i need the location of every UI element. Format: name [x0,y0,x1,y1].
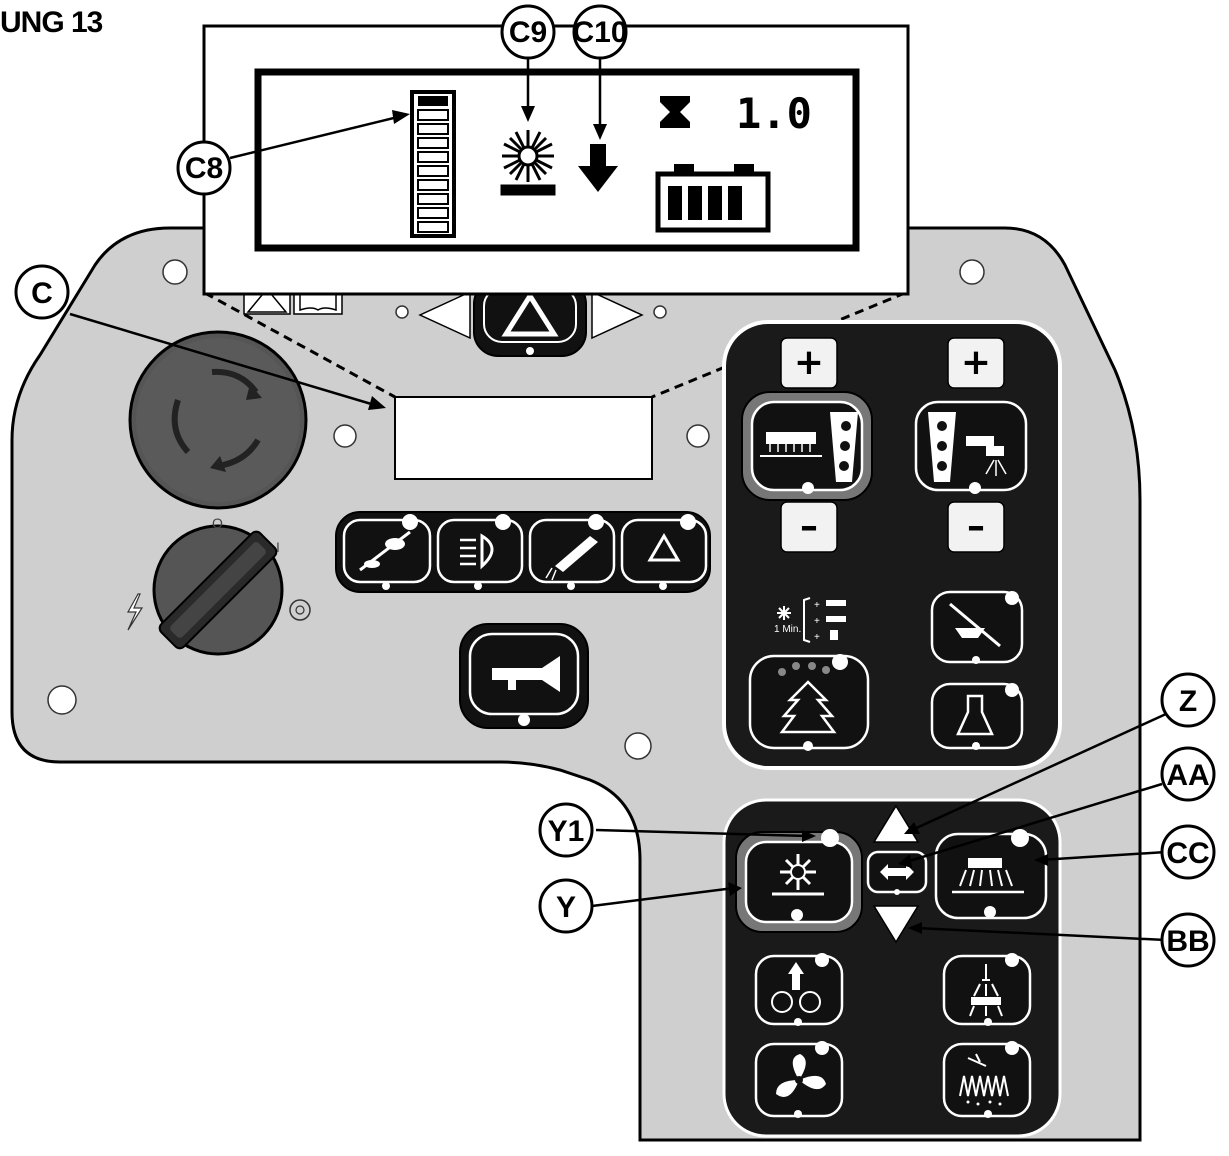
down-arrow-status-icon [578,144,618,192]
svg-text:1 Min.: 1 Min. [774,624,801,635]
brush-lift-icon [771,962,821,1013]
main-brush-icon [952,858,1024,894]
filter-shaker-button[interactable] [942,1041,1032,1118]
brush-lift-button[interactable] [754,953,844,1026]
hazard-triangle-icon [501,291,559,337]
emergency-stop-button[interactable] [128,330,308,510]
right-arrow-shape [591,290,644,340]
callout-z: Z [1160,672,1216,728]
horn-icon [492,656,560,692]
left-arrow-shape [418,290,471,340]
hourglass-icon [660,96,690,128]
fan-button[interactable] [754,1041,844,1118]
hazard-button[interactable] [473,279,587,357]
svg-text:C: C [31,277,53,310]
suction-hose-icon [949,602,1001,648]
side-brush-button[interactable] [735,829,863,933]
callout-c: C [14,264,70,320]
svg-text:+: + [961,342,991,383]
engine-start-icon [289,599,311,621]
brush-pressure-minus-button[interactable]: – [780,501,838,553]
callout-cc: CC [1160,824,1216,880]
svg-text:AA: AA [1166,759,1209,792]
figure-title: UNG 13 [0,6,103,39]
one-minute-program-legend: 1 Min. + + + [774,597,846,643]
display-window [394,396,653,480]
water-flow-minus-button[interactable]: – [947,501,1005,553]
svg-text:–: – [800,506,818,547]
callout-y: Y [538,878,594,934]
tree-arrow-icon [779,680,837,734]
callout-bb: BB [1160,912,1216,968]
ignition-off-label: O [212,515,223,531]
headlight-button[interactable] [436,514,524,590]
callout-c10: C10 [572,4,628,60]
ignition-on-label: I [276,539,280,555]
spray-lance-button[interactable] [528,514,616,590]
filter-shake-icon [959,1053,1009,1097]
water-tap-icon [966,436,1004,456]
mounting-holes [47,259,985,760]
callout-aa: AA [1160,746,1216,802]
spray-gun-icon [555,536,598,572]
spray-brush-icon [969,964,1003,1017]
recycling-button[interactable] [620,514,708,590]
water-flow-plus-button[interactable]: + [947,337,1005,389]
hour-counter-value: 1.0 [736,89,812,138]
battery-icon [655,164,771,233]
flask-icon [956,694,994,736]
svg-text:+: + [814,632,820,643]
water-flow-button[interactable] [914,400,1028,494]
svg-text:Z: Z [1179,685,1197,718]
double-arrow-icon [880,864,914,880]
rotate-arrow-icon [171,399,191,455]
svg-text:+: + [794,342,824,383]
callout-c8: C8 [176,140,232,196]
spray-brush-button[interactable] [942,953,1032,1026]
ignition-key-switch[interactable] [152,524,284,656]
callout-c9: C9 [500,4,556,60]
fan-icon [776,1054,826,1097]
svg-text:C10: C10 [572,16,627,49]
callout-leaders [69,56,1167,942]
lightning-icon [126,593,144,631]
brush-pressure-button[interactable] [741,391,873,501]
headlight-icon [480,533,494,570]
svg-text:C8: C8 [185,152,223,185]
detergent-button[interactable] [930,682,1024,750]
svg-text:+: + [814,600,820,611]
brush-pressure-plus-button[interactable]: + [780,337,838,389]
toggle-button[interactable] [866,850,928,895]
main-brush-button[interactable] [934,829,1048,920]
svg-text:CC: CC [1166,837,1209,870]
recycle-icon [647,533,681,562]
svg-text:Y: Y [556,891,576,924]
svg-text:Y1: Y1 [548,815,585,848]
callout-y1: Y1 [538,802,594,858]
svg-text:–: – [967,506,985,547]
brush-icon [760,432,822,457]
svg-text:C9: C9 [509,16,547,49]
eco-program-button[interactable] [748,654,870,751]
level-bar-indicator [410,90,456,238]
svg-text:BB: BB [1166,925,1209,958]
speed-mode-button[interactable] [342,514,432,590]
horn-button[interactable] [459,623,589,729]
callout-arrowheads [368,106,1048,934]
svg-text:+: + [814,616,820,627]
down-arrow-button[interactable] [872,905,920,944]
suction-button[interactable] [930,590,1024,664]
